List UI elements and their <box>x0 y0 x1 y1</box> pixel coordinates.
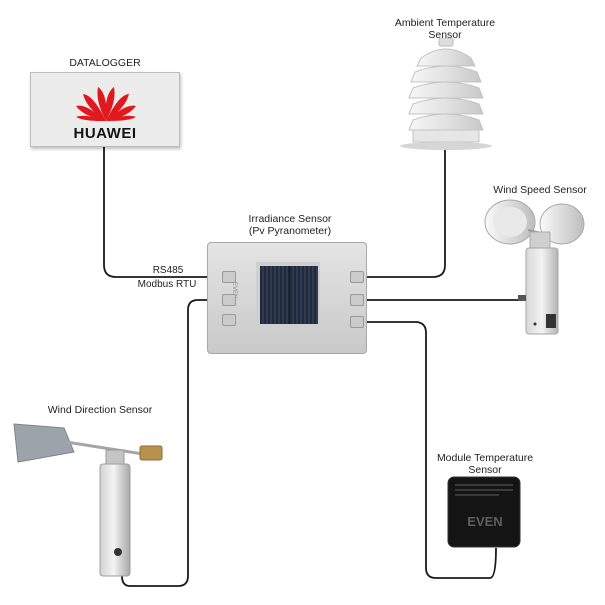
hub-port-left-1 <box>222 271 236 283</box>
modbus-label: Modbus RTU <box>137 279 197 290</box>
wind-speed-label: Wind Speed Sensor <box>493 184 587 196</box>
hub-brand-left: EVEN <box>231 282 237 299</box>
rs485-label: RS485 <box>152 265 184 276</box>
datalogger-box[interactable]: HUAWEI <box>30 72 180 147</box>
datalogger-label: DATALOGGER <box>69 57 141 69</box>
solar-panel-icon <box>256 262 320 328</box>
radiation-shield-icon[interactable] <box>393 38 503 158</box>
irradiance-sensor-label: Irradiance Sensor (Pv Pyranometer) <box>248 213 332 237</box>
hub-port-right-2 <box>350 294 364 306</box>
wire-ambient-sensor <box>356 150 446 278</box>
huawei-logo-icon <box>76 87 136 121</box>
module-pad-brand: EVEN <box>467 514 502 529</box>
anemometer-icon[interactable] <box>480 198 590 343</box>
wire-datalogger <box>103 147 222 278</box>
hub-port-right-1 <box>350 271 364 283</box>
wire-wind-direction <box>121 299 222 587</box>
huawei-wordmark: HUAWEI <box>73 125 137 142</box>
hub-port-left-2 <box>222 294 236 306</box>
hub-port-right-3 <box>350 316 364 328</box>
hub-port-left-3 <box>222 314 236 326</box>
ambient-sensor-label: Ambient Temperature Sensor <box>394 17 496 41</box>
wind-direction-label: Wind Direction Sensor <box>47 404 153 416</box>
temperature-pad-icon[interactable]: EVEN <box>447 476 522 548</box>
wire-module-temp <box>356 321 497 579</box>
module-temp-label: Module Temperature Sensor <box>436 452 534 476</box>
wind-vane-icon[interactable] <box>8 418 178 593</box>
